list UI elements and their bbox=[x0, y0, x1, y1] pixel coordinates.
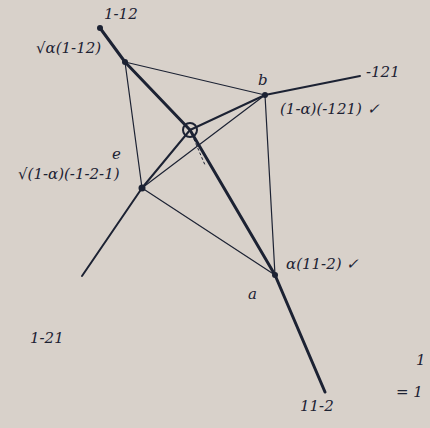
point-label: = 1 bbox=[396, 384, 423, 401]
point-dot bbox=[139, 185, 146, 192]
point-label: 1-21 bbox=[30, 330, 64, 347]
point-label: 1-12 bbox=[104, 6, 138, 23]
point-label: 1 bbox=[416, 352, 426, 369]
point-label: e bbox=[112, 146, 121, 163]
construction-line bbox=[265, 95, 275, 275]
construction-line bbox=[142, 188, 275, 275]
point-label: -121 bbox=[366, 64, 400, 81]
center-point bbox=[183, 123, 197, 137]
construction-line bbox=[125, 62, 265, 95]
point-label: √α(1-12) bbox=[36, 40, 101, 57]
point-dot bbox=[97, 25, 103, 31]
point-label: α(11-2) ✓ bbox=[286, 256, 359, 273]
construction-line bbox=[190, 130, 205, 165]
construction-line bbox=[142, 95, 265, 188]
main-line bbox=[100, 28, 325, 392]
point-label: √(1-α)(-1-2-1) bbox=[18, 166, 120, 183]
point-label: (1-α)(-121) ✓ bbox=[280, 101, 380, 118]
point-dot bbox=[122, 59, 128, 65]
point-dot bbox=[262, 92, 268, 98]
point-label: 11-2 bbox=[300, 398, 334, 415]
point-label: a bbox=[248, 286, 257, 303]
construction-line bbox=[125, 62, 142, 188]
point-dot bbox=[272, 272, 278, 278]
point-label: b bbox=[258, 72, 268, 89]
direction-line bbox=[82, 130, 190, 276]
